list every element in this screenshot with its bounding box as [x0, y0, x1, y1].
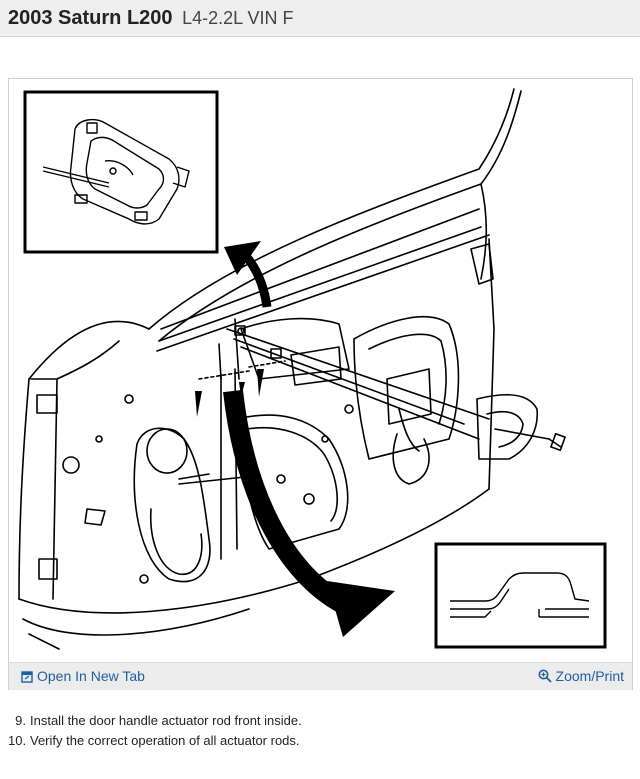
- zoom-print-label: Zoom/Print: [555, 668, 624, 684]
- zoom-print-link[interactable]: Zoom/Print: [538, 668, 624, 684]
- step-number: 10.: [8, 733, 27, 748]
- page-header: 2003 Saturn L200 L4-2.2L VIN F: [0, 0, 640, 37]
- open-in-new-tab-icon: [21, 671, 33, 683]
- instruction-steps: 9. Install the door handle actuator rod f…: [8, 711, 302, 751]
- list-item: 10.Verify the correct operation of all a…: [8, 731, 302, 751]
- figure-footer: Open In New Tab Zoom/Print: [9, 662, 632, 690]
- step-number: 9.: [15, 713, 26, 728]
- truncated-text-line: [0, 36, 640, 41]
- open-in-new-tab-link[interactable]: Open In New Tab: [21, 668, 145, 684]
- engine-spec: L4-2.2L VIN F: [182, 8, 294, 28]
- figure-card: Open In New Tab Zoom/Print: [8, 78, 633, 690]
- step-text: Verify the correct operation of all actu…: [30, 733, 300, 748]
- step-text: Install the door handle actuator rod fro…: [30, 713, 302, 728]
- zoom-icon: [538, 669, 552, 683]
- page-title: 2003 Saturn L200 L4-2.2L VIN F: [8, 7, 293, 30]
- vehicle-name: 2003 Saturn L200: [8, 7, 173, 29]
- door-diagram: [9, 79, 632, 662]
- door-handle-illustration: [18, 88, 607, 650]
- list-item: 9. Install the door handle actuator rod f…: [8, 711, 302, 731]
- open-in-new-tab-label: Open In New Tab: [37, 668, 145, 684]
